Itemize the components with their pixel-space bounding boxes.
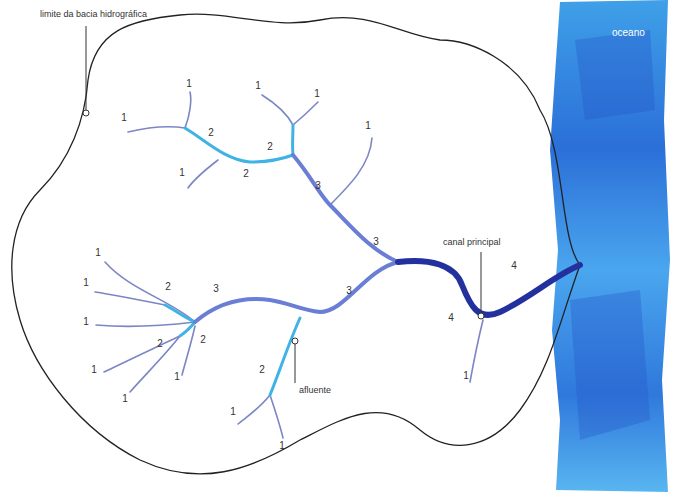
- order-number: 1: [120, 112, 128, 124]
- callout-label: canal principal: [443, 238, 501, 247]
- order-number: 1: [185, 78, 193, 90]
- order-number: 3: [314, 180, 322, 192]
- order-number: 1: [364, 120, 372, 132]
- order-number: 1: [173, 371, 181, 383]
- order-number: 2: [258, 364, 266, 376]
- order-number: 4: [447, 312, 455, 324]
- order-number: 2: [242, 168, 250, 180]
- order-number: 4: [510, 260, 518, 272]
- ocean: [550, 0, 670, 492]
- order-number: 1: [121, 393, 129, 405]
- order-number: 2: [199, 334, 207, 346]
- callout-label: afluente: [299, 386, 331, 395]
- ocean-label: oceano: [612, 28, 645, 38]
- order-number: 2: [156, 338, 164, 350]
- order-number: 2: [207, 127, 215, 139]
- order-number: 1: [82, 316, 90, 328]
- main-channel: [398, 261, 580, 315]
- order-number: 1: [94, 247, 102, 259]
- order-number: 3: [345, 285, 353, 297]
- order-number: 2: [164, 281, 172, 293]
- order-number: 1: [90, 364, 98, 376]
- order-number: 1: [178, 167, 186, 179]
- order-number: 3: [372, 236, 380, 248]
- order-number: 1: [313, 88, 321, 100]
- order-number: 1: [229, 406, 237, 418]
- order-number: 1: [254, 80, 262, 92]
- basin-boundary: [12, 14, 580, 474]
- order-number: 1: [278, 440, 286, 452]
- callout-label: limite da bacia hidrográfica: [40, 10, 147, 19]
- order-number: 1: [462, 370, 470, 382]
- order-number: 3: [212, 283, 220, 295]
- order-number: 2: [266, 141, 274, 153]
- order-number: 1: [82, 277, 90, 289]
